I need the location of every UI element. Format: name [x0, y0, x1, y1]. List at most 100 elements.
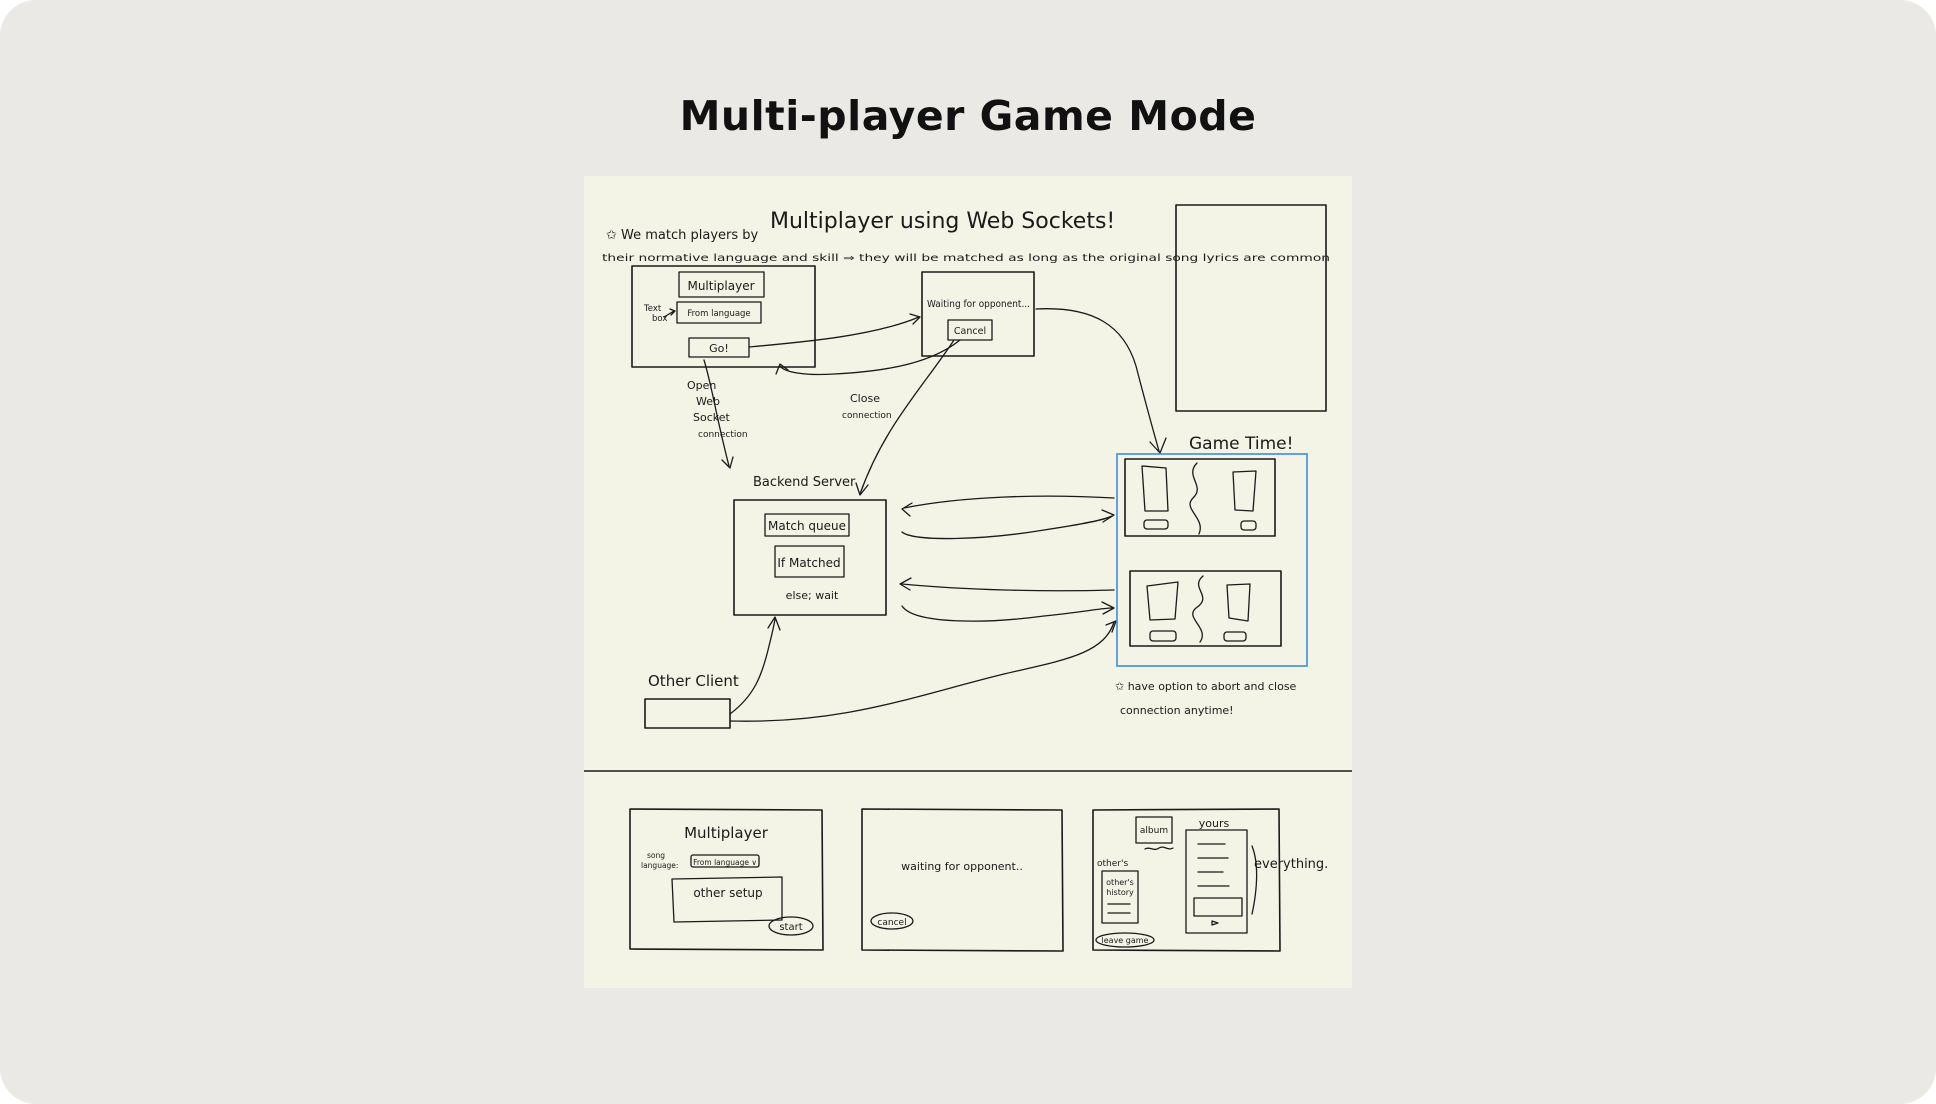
panel1-label-2: language: [641, 861, 678, 870]
game-screen-2-card-left [1146, 581, 1179, 621]
client-box [631, 265, 816, 368]
arrow-server-to-game-2 [901, 605, 1113, 622]
other-client-box [644, 698, 731, 729]
bottom-panel-2 [861, 808, 1064, 952]
arrow-open-socket-head [721, 456, 734, 469]
arrow-game-to-server-1 [903, 495, 1115, 509]
arrow-waiting-to-game [1035, 308, 1160, 452]
panel1-start-label: start [779, 922, 802, 933]
textbox-label-1: Text [643, 304, 662, 314]
arrow-other-client-to-server [729, 618, 776, 715]
if-matched-box [774, 545, 845, 578]
open-socket-1: Open [687, 379, 716, 392]
game-screen-1-card-left [1141, 465, 1169, 512]
panel1-start-button [768, 916, 814, 936]
game-screen-2-input-left [1149, 630, 1177, 642]
server-label: Backend Server [753, 475, 856, 490]
go-button-label: Go! [709, 342, 729, 355]
game-screen-1-input-right [1240, 520, 1257, 531]
arrow-go-to-waiting-head [909, 313, 921, 325]
other-client-label: Other Client [648, 672, 739, 690]
client-title: Multiplayer [687, 279, 754, 293]
client-title-box [678, 271, 765, 298]
panel3-yours-card [1185, 829, 1248, 934]
panel1-label-1: song [647, 851, 665, 860]
match-note-line1: ✩ We match players by [606, 228, 759, 243]
language-textbox [676, 301, 762, 324]
game-screen-2-card-right [1226, 583, 1251, 622]
panel3-bracket [1251, 845, 1258, 915]
game-screen-2-divider [1192, 575, 1204, 643]
arrow-other-client-to-game [729, 621, 1115, 722]
panel2-waiting-text: waiting for opponent.. [901, 860, 1023, 873]
panel3-others-label: other's [1097, 859, 1128, 869]
arrow-other-client-to-server-head [767, 616, 781, 631]
panel2-cancel-button [870, 912, 914, 930]
arrow-cancel-to-client-head [775, 363, 789, 375]
panel3-yours-play-marker [1211, 920, 1219, 926]
textbox-pointer-arrow [663, 308, 676, 318]
arrow-waiting-to-game-head [1149, 437, 1167, 454]
open-socket-4: connection [698, 430, 748, 440]
open-socket-2: Web [696, 395, 720, 408]
arrow-go-to-waiting [748, 316, 920, 348]
panel3-album-box [1135, 816, 1173, 844]
game-screen-1-divider [1189, 462, 1201, 535]
slide-title: Multi-player Game Mode [679, 92, 1257, 140]
waiting-text: Waiting for opponent... [927, 299, 1030, 310]
arrow-close-connection-head [855, 482, 869, 496]
panel3-leave-label: leave game [1102, 936, 1149, 945]
arrow-game-to-server-1-head [901, 502, 913, 517]
game-screens-highlight [1116, 453, 1308, 667]
arrow-server-to-game-2-head [1101, 601, 1115, 615]
panel1-setup-box [671, 876, 783, 923]
server-box [733, 499, 887, 616]
sketch-heading: Multiplayer using Web Sockets! [770, 209, 1115, 234]
arrow-close-connection [859, 339, 955, 495]
game-screen-1-card-right [1232, 470, 1257, 512]
empty-frame [1175, 204, 1327, 412]
waiting-cancel-button [947, 319, 993, 341]
sketch-diagram: Multiplayer using Web Sockets! ✩ We matc… [584, 204, 1352, 952]
panel3-album-label: album [1140, 826, 1168, 836]
arrow-game-to-server-2-head [899, 577, 912, 591]
waiting-cancel-label: Cancel [954, 326, 986, 337]
panel1-language-select-value: From language ∨ [693, 858, 757, 867]
arrow-server-to-game-1-head [1101, 509, 1115, 523]
panel3-album-squiggle [1144, 846, 1174, 851]
if-matched-label: If Matched [777, 556, 840, 570]
game-screen-1 [1124, 458, 1276, 537]
abort-note-line1: ✩ have option to abort and close [1115, 680, 1297, 693]
arrow-open-socket [703, 359, 730, 467]
panel1-language-select [690, 854, 760, 868]
bottom-panel-1 [629, 808, 824, 951]
panel3-yours-input [1193, 897, 1243, 917]
panel1-title: Multiplayer [684, 824, 769, 842]
match-queue-label: Match queue [768, 519, 846, 533]
sketch-sheet: Multiplayer using Web Sockets! ✩ We matc… [584, 176, 1352, 988]
abort-note-line2: connection anytime! [1120, 704, 1234, 717]
panel3-yours-label: yours [1199, 817, 1230, 830]
panel3-everything-label: everything. [1254, 857, 1328, 872]
game-screen-1-input-left [1143, 519, 1169, 530]
bottom-panel-3 [1092, 808, 1281, 952]
panel3-history-label-2: history [1106, 888, 1134, 897]
else-wait-label: else; wait [786, 589, 839, 602]
arrow-server-to-game-1 [901, 515, 1113, 540]
panel2-cancel-label: cancel [877, 918, 906, 928]
match-note-line2: their normative language and skill ⇒ the… [602, 253, 1330, 264]
close-connection-2: connection [842, 411, 892, 421]
panel3-history-label-1: other's [1106, 878, 1134, 887]
language-textbox-value: From language [687, 309, 750, 319]
panel3-history-card [1101, 870, 1139, 924]
arrow-other-client-to-game-head [1105, 620, 1117, 633]
open-socket-3: Socket [693, 411, 731, 424]
panel3-leave-button [1095, 932, 1155, 948]
match-queue-box [764, 513, 850, 537]
arrow-game-to-server-2 [901, 583, 1115, 592]
waiting-box [921, 271, 1035, 357]
close-connection-1: Close [850, 392, 880, 405]
arrow-cancel-to-client [779, 339, 961, 376]
game-screen-2 [1129, 570, 1282, 647]
